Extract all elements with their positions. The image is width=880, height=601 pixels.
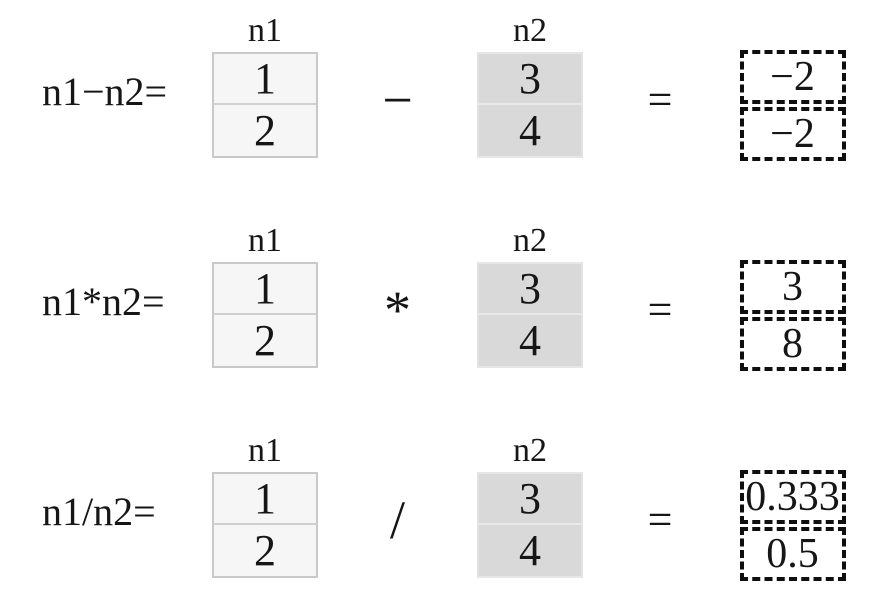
label-column: n1−n2= (0, 13, 180, 210)
n1-block: n1 1 2 (180, 13, 350, 210)
result-value: 0.333 (745, 474, 840, 520)
result-cell: 0.333 (739, 470, 846, 524)
array-header-n1: n1 (248, 432, 282, 469)
result-cell: −2 (739, 107, 846, 161)
operator-symbol: / (389, 489, 405, 550)
result-value: −2 (770, 111, 815, 157)
n1-block: n1 1 2 (180, 433, 350, 601)
equals-sign: = (647, 494, 673, 544)
array-table-n1: 1 2 (212, 262, 318, 368)
result-block: −2 −2 (705, 13, 880, 210)
result-cell: 3 (739, 260, 846, 314)
n2-block: n2 3 4 (445, 13, 615, 210)
label-column: n1/n2= (0, 433, 180, 601)
result-cell: −2 (739, 50, 846, 104)
equation-row-subtract: n1−n2= n1 1 2 − n2 3 4 = −2 −2 (0, 0, 880, 210)
operator-column: / (350, 433, 445, 601)
array-table-n2: 3 4 (477, 52, 583, 158)
array-header-n1: n1 (248, 12, 282, 49)
equals-column: = (615, 13, 705, 210)
result-value: −2 (770, 54, 815, 100)
n2-block: n2 3 4 (445, 433, 615, 601)
equals-sign: = (647, 74, 673, 124)
array-table-n2: 3 4 (477, 262, 583, 368)
result-block: 0.333 0.5 (705, 433, 880, 601)
operator-symbol: * (384, 279, 411, 340)
array-cell: 2 (212, 525, 318, 578)
result-value: 3 (782, 264, 803, 310)
result-cell: 0.5 (739, 527, 846, 581)
array-cell: 4 (477, 315, 583, 368)
result-table: 3 8 (739, 260, 846, 371)
equals-column: = (615, 433, 705, 601)
array-table-n1: 1 2 (212, 52, 318, 158)
result-table: 0.333 0.5 (739, 470, 846, 581)
equation-row-multiply: n1*n2= n1 1 2 * n2 3 4 = 3 8 (0, 210, 880, 420)
array-cell: 4 (477, 525, 583, 578)
operator-column: * (350, 223, 445, 420)
result-value: 0.5 (766, 531, 819, 577)
array-cell: 3 (477, 472, 583, 525)
result-value: 8 (782, 321, 803, 367)
array-cell: 1 (212, 262, 318, 315)
equation-label: n1*n2= (42, 279, 165, 324)
operator-column: − (350, 13, 445, 210)
equals-column: = (615, 223, 705, 420)
array-cell: 1 (212, 472, 318, 525)
n2-block: n2 3 4 (445, 223, 615, 420)
operator-symbol: − (382, 69, 413, 130)
equation-label: n1−n2= (42, 69, 168, 114)
array-cell: 4 (477, 105, 583, 158)
result-block: 3 8 (705, 223, 880, 420)
array-cell: 1 (212, 52, 318, 105)
array-header-n2: n2 (513, 432, 547, 469)
result-cell: 8 (739, 317, 846, 371)
equals-sign: = (647, 284, 673, 334)
array-header-n2: n2 (513, 12, 547, 49)
label-column: n1*n2= (0, 223, 180, 420)
array-cell: 2 (212, 105, 318, 158)
array-table-n1: 1 2 (212, 472, 318, 578)
result-table: −2 −2 (739, 50, 846, 161)
array-header-n2: n2 (513, 222, 547, 259)
array-header-n1: n1 (248, 222, 282, 259)
array-table-n2: 3 4 (477, 472, 583, 578)
equation-row-divide: n1/n2= n1 1 2 / n2 3 4 = 0.333 0.5 (0, 420, 880, 601)
array-cell: 3 (477, 262, 583, 315)
n1-block: n1 1 2 (180, 223, 350, 420)
equation-label: n1/n2= (42, 489, 156, 534)
array-cell: 3 (477, 52, 583, 105)
array-cell: 2 (212, 315, 318, 368)
